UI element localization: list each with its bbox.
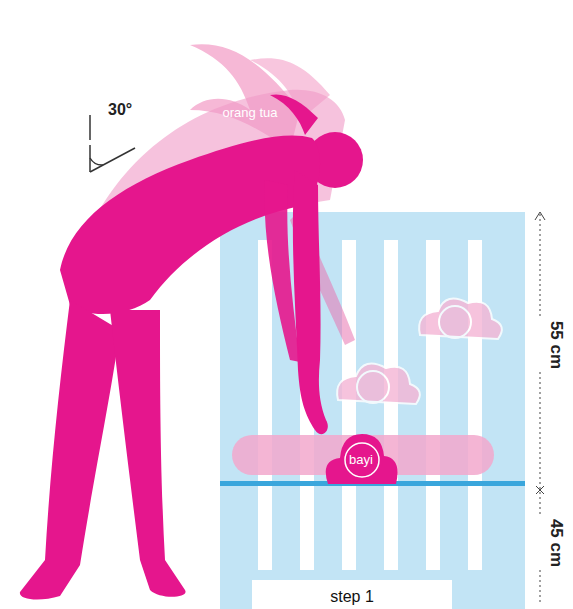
dimension-label: 55 cm: [546, 321, 566, 369]
angle-label: 30°: [108, 101, 132, 119]
dimension-label: 45 cm: [546, 519, 566, 567]
crib: [220, 212, 525, 609]
person-label: orang tua: [214, 102, 286, 124]
crib-bars: [258, 240, 482, 570]
node-text: step 1: [330, 587, 374, 606]
node-text: orang tua: [223, 105, 278, 121]
step-box: step 1: [252, 580, 452, 609]
node-text: bayi: [349, 452, 373, 468]
angle-symbol: [90, 115, 135, 172]
baby-shape: bayi: [322, 432, 400, 488]
baby-motion: [337, 299, 502, 405]
dimension-line: [535, 212, 545, 605]
parent-silhouette: [20, 94, 363, 599]
